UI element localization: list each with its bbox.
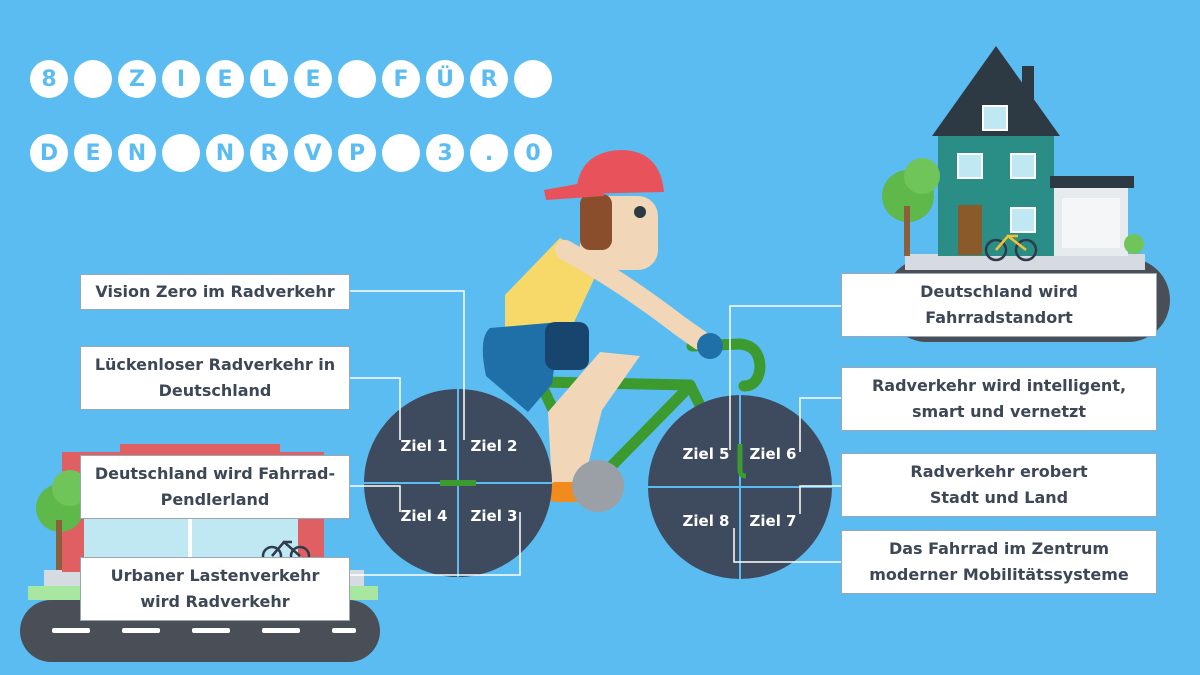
title-line-1: 8 Z I E L E F Ü R: [30, 60, 552, 98]
goal-7-text-line-2: Stadt und Land: [929, 488, 1069, 507]
wheel-label-ziel-7: Ziel 7: [750, 512, 797, 530]
title-letter: N: [118, 134, 156, 172]
title-letter: V: [294, 134, 332, 172]
wheel-label-ziel-1: Ziel 1: [401, 437, 448, 455]
title-letter: L: [250, 60, 288, 98]
title-letter: .: [470, 134, 508, 172]
title-letter: Ü: [426, 60, 464, 98]
wheel-label-ziel-6: Ziel 6: [750, 445, 797, 463]
title-letter: [74, 60, 112, 98]
title-letter: E: [74, 134, 112, 172]
title-letter: Z: [118, 60, 156, 98]
title-letter: P: [338, 134, 376, 172]
title-letter: E: [294, 60, 332, 98]
title-letter: [514, 60, 552, 98]
cyclist-illustration: [452, 150, 766, 512]
goal-3-text-line-2: wird Radverkehr: [140, 592, 290, 611]
wheel-label-ziel-5: Ziel 5: [683, 445, 730, 463]
title-letter: D: [30, 134, 68, 172]
title-letter: 8: [30, 60, 68, 98]
goal-6-text-line-1: Radverkehr wird intelligent,: [871, 376, 1127, 395]
wheel-label-ziel-2: Ziel 2: [471, 437, 518, 455]
goal-3-text-line-1: Urbaner Lastenverkehr: [110, 566, 320, 585]
title-line-2: D E N N R V P 3 . 0: [30, 134, 552, 172]
goal-4-text-line-2: Pendlerland: [160, 490, 270, 509]
title-letter: [338, 60, 376, 98]
goal-8-label: Das Fahrrad im Zentrum moderner Mobilitä…: [841, 530, 1157, 594]
goal-2-text-line-2: Deutschland: [158, 381, 272, 400]
wheel-label-ziel-3: Ziel 3: [471, 507, 518, 525]
title-letter: R: [470, 60, 508, 98]
title-letter: [162, 134, 200, 172]
title-letter: [382, 134, 420, 172]
goal-6-text-line-2: smart und vernetzt: [912, 402, 1086, 421]
goal-5-text-line-2: Fahrradstandort: [925, 308, 1073, 327]
goal-7-label: Radverkehr erobert Stadt und Land: [841, 453, 1157, 517]
title-letter: 0: [514, 134, 552, 172]
wheel-label-ziel-8: Ziel 8: [683, 512, 730, 530]
goal-2-label: Lückenloser Radverkehr in Deutschland: [80, 346, 350, 410]
wheel-label-ziel-4: Ziel 4: [401, 507, 448, 525]
goal-6-label: Radverkehr wird intelligent, smart und v…: [841, 367, 1157, 431]
title-letter: R: [250, 134, 288, 172]
goal-2-text-line-1: Lückenloser Radverkehr in: [94, 355, 336, 374]
back-wheel: [364, 389, 552, 577]
goal-4-text-line-1: Deutschland wird Fahrrad-: [94, 464, 336, 483]
goal-1-text: Vision Zero im Radverkehr: [95, 282, 335, 301]
goal-8-text-line-1: Das Fahrrad im Zentrum: [888, 539, 1110, 558]
title-letter: E: [206, 60, 244, 98]
connector-lines: [350, 290, 841, 576]
front-wheel: [648, 395, 832, 579]
title-letter: F: [382, 60, 420, 98]
title-letter: N: [206, 134, 244, 172]
goal-5-text-line-1: Deutschland wird: [920, 282, 1078, 301]
title-letter: I: [162, 60, 200, 98]
goal-8-text-line-2: moderner Mobilitätssysteme: [869, 565, 1129, 584]
goal-7-text-line-1: Radverkehr erobert: [910, 462, 1088, 481]
title-letter: 3: [426, 134, 464, 172]
goal-4-label: Deutschland wird Fahrrad- Pendlerland: [80, 455, 350, 519]
goal-5-label: Deutschland wird Fahrradstandort: [841, 273, 1157, 337]
goal-3-label: Urbaner Lastenverkehr wird Radverkehr: [80, 557, 350, 621]
goal-1-label: Vision Zero im Radverkehr: [80, 274, 350, 310]
